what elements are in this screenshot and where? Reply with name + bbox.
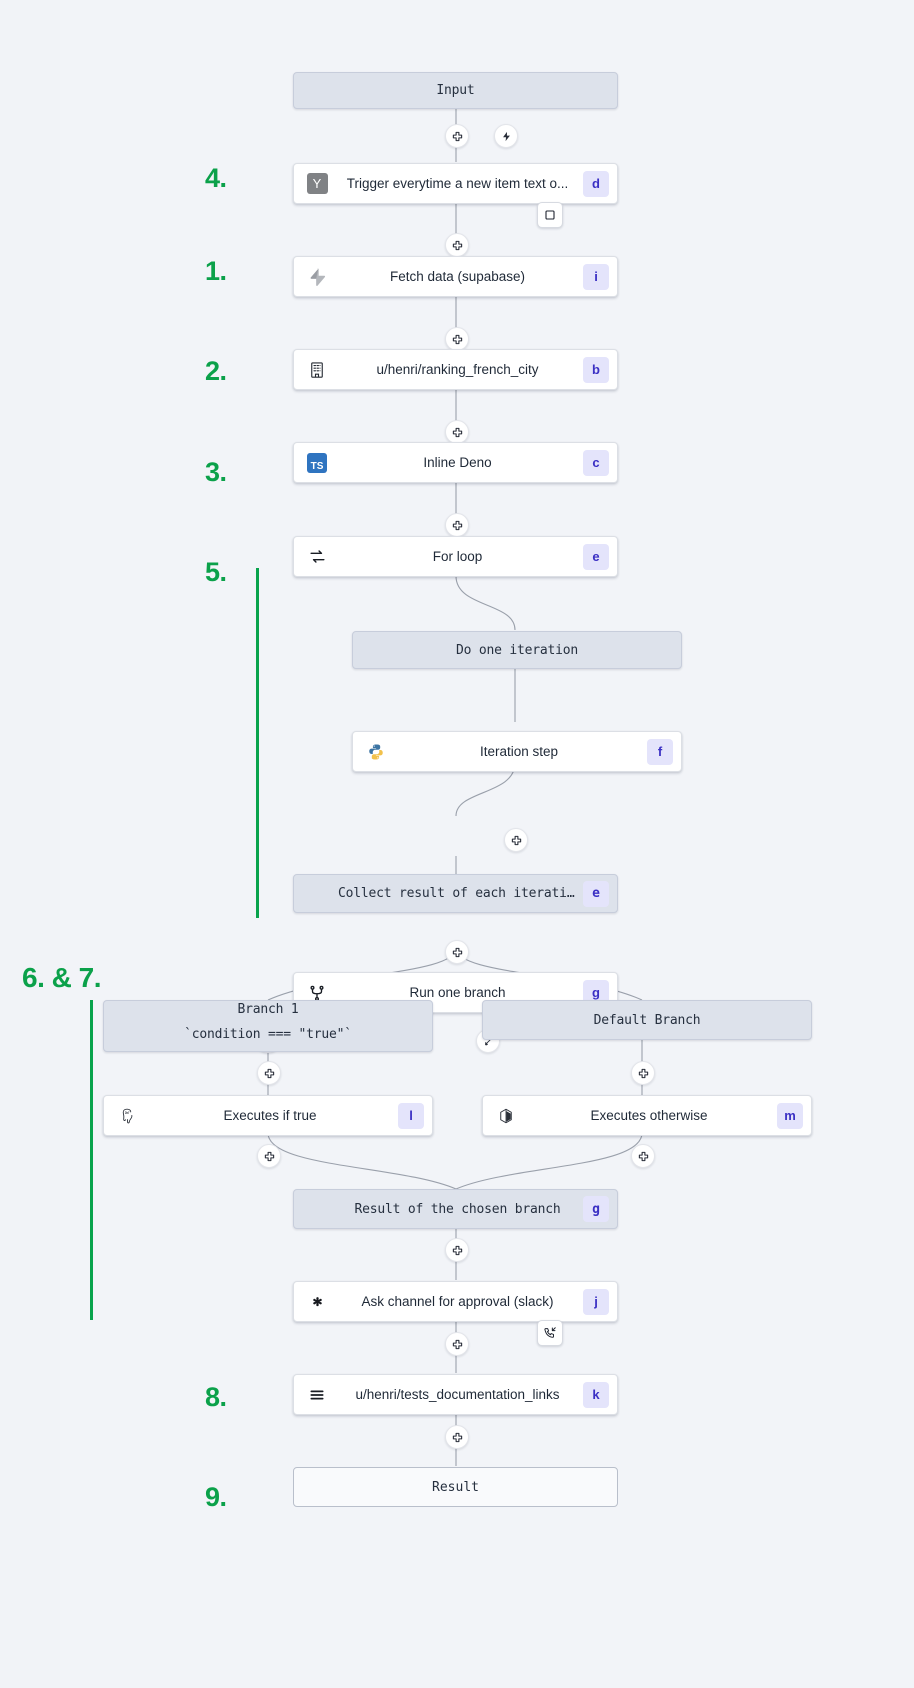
add-step-handle-1[interactable] bbox=[445, 124, 469, 148]
node-for-loop[interactable]: For loop e bbox=[293, 536, 618, 577]
gear-asterisk-icon bbox=[302, 1292, 332, 1311]
yaml-y-icon: Y bbox=[302, 173, 332, 194]
node-do-one-iteration[interactable]: Do one iteration bbox=[352, 631, 682, 669]
node-executes-otherwise-label: Executes otherwise bbox=[590, 1108, 708, 1123]
annotation-step-9: 9. bbox=[205, 1482, 227, 1512]
node-iteration-step-badge: f bbox=[647, 738, 673, 765]
node-chosen-branch-result-label: Result of the chosen branch bbox=[354, 1201, 561, 1217]
node-ranking-french-city[interactable]: u/henri/ranking_french_city b bbox=[293, 349, 618, 390]
branch-fork-icon bbox=[302, 984, 332, 1002]
add-step-handle-11[interactable] bbox=[257, 1144, 281, 1168]
annotation-step-1: 1. bbox=[205, 256, 227, 286]
annotation-step-6-7: 6. & 7. bbox=[22, 962, 101, 993]
node-do-one-iteration-label: Do one iteration bbox=[455, 642, 579, 658]
annotation-step-2: 2. bbox=[205, 356, 227, 386]
node-default-branch[interactable]: Default Branch bbox=[482, 1000, 812, 1040]
node-ask-approval-badge: j bbox=[583, 1288, 609, 1315]
loop-scope-bracket bbox=[256, 568, 259, 918]
supabase-bolt-icon bbox=[302, 267, 332, 287]
node-input[interactable]: Input bbox=[293, 72, 618, 109]
node-branch-1[interactable]: Branch 1 `condition === "true"` bbox=[103, 1000, 433, 1052]
node-tests-documentation-links-label: u/henri/tests_documentation_links bbox=[355, 1387, 560, 1402]
annotation-step-3: 3. bbox=[205, 457, 227, 487]
add-step-handle-4[interactable] bbox=[445, 420, 469, 444]
add-step-handle-3[interactable] bbox=[445, 327, 469, 351]
node-fetch-data[interactable]: Fetch data (supabase) i bbox=[293, 256, 618, 297]
node-tests-documentation-links[interactable]: u/henri/tests_documentation_links k bbox=[293, 1374, 618, 1415]
node-executes-otherwise-badge: m bbox=[777, 1102, 803, 1129]
node-collect-result-badge: e bbox=[583, 880, 609, 907]
node-iteration-step-label: Iteration step bbox=[479, 744, 559, 759]
annotation-step-5: 5. bbox=[205, 557, 227, 587]
node-trigger-badge: d bbox=[583, 170, 609, 197]
typescript-icon: TS bbox=[302, 452, 332, 473]
branch-scope-bracket bbox=[90, 1000, 93, 1320]
node-branch-1-condition: `condition === "true"` bbox=[184, 1027, 352, 1042]
node-executes-if-true-badge: l bbox=[398, 1102, 424, 1129]
node-result[interactable]: Result bbox=[293, 1467, 618, 1507]
canvas-background bbox=[60, 0, 914, 1688]
add-step-handle-9[interactable] bbox=[257, 1061, 281, 1085]
node-ranking-french-city-badge: b bbox=[583, 356, 609, 383]
stop-square-button[interactable] bbox=[537, 202, 563, 228]
building-icon bbox=[302, 361, 332, 379]
add-step-handle-15[interactable] bbox=[445, 1425, 469, 1449]
node-collect-result[interactable]: Collect result of each iteration e bbox=[293, 874, 618, 913]
node-input-label: Input bbox=[436, 83, 475, 98]
node-inline-deno-badge: c bbox=[583, 449, 609, 476]
add-step-handle-14[interactable] bbox=[445, 1332, 469, 1356]
node-ask-approval-label: Ask channel for approval (slack) bbox=[361, 1294, 554, 1309]
node-fetch-data-badge: i bbox=[583, 263, 609, 290]
node-result-label: Result bbox=[432, 1479, 479, 1495]
node-inline-deno[interactable]: TS Inline Deno c bbox=[293, 442, 618, 483]
node-for-loop-label: For loop bbox=[432, 549, 483, 564]
node-executes-if-true[interactable]: Executes if true l bbox=[103, 1095, 433, 1136]
bun-icon bbox=[491, 1107, 521, 1125]
suspend-approval-button[interactable] bbox=[537, 1320, 563, 1346]
node-chosen-branch-result-badge: g bbox=[583, 1196, 609, 1222]
node-executes-if-true-label: Executes if true bbox=[223, 1108, 317, 1123]
node-executes-otherwise[interactable]: Executes otherwise m bbox=[482, 1095, 812, 1136]
node-default-branch-label: Default Branch bbox=[593, 1012, 701, 1028]
node-ask-approval[interactable]: Ask channel for approval (slack) j bbox=[293, 1281, 618, 1322]
node-for-loop-badge: e bbox=[583, 543, 609, 570]
node-fetch-data-label: Fetch data (supabase) bbox=[389, 269, 526, 284]
add-step-handle-13[interactable] bbox=[445, 1238, 469, 1262]
trigger-bolt-handle[interactable] bbox=[494, 124, 518, 148]
node-inline-deno-label: Inline Deno bbox=[423, 455, 492, 470]
node-chosen-branch-result[interactable]: Result of the chosen branch g bbox=[293, 1189, 618, 1229]
add-step-handle-5[interactable] bbox=[445, 513, 469, 537]
annotation-step-4: 4. bbox=[205, 163, 227, 193]
add-step-handle-10[interactable] bbox=[631, 1061, 655, 1085]
add-step-handle-2[interactable] bbox=[445, 233, 469, 257]
node-run-one-branch-label: Run one branch bbox=[409, 985, 506, 1000]
postgres-elephant-icon bbox=[112, 1107, 142, 1125]
python-icon bbox=[361, 743, 391, 761]
node-iteration-step[interactable]: Iteration step f bbox=[352, 731, 682, 772]
loop-arrows-icon bbox=[302, 547, 332, 566]
node-ranking-french-city-label: u/henri/ranking_french_city bbox=[376, 362, 539, 377]
add-step-handle-7[interactable] bbox=[504, 828, 528, 852]
node-tests-documentation-links-badge: k bbox=[583, 1381, 609, 1408]
node-trigger-label: Trigger everytime a new item text o... bbox=[346, 176, 569, 191]
add-step-handle-12[interactable] bbox=[631, 1144, 655, 1168]
hamburger-lines-icon bbox=[302, 1387, 332, 1403]
annotation-step-8: 8. bbox=[205, 1382, 227, 1412]
node-trigger[interactable]: Y Trigger everytime a new item text o...… bbox=[293, 163, 618, 204]
add-step-handle-8[interactable] bbox=[445, 940, 469, 964]
node-branch-1-title: Branch 1 bbox=[237, 1002, 299, 1017]
node-collect-result-label: Collect result of each iteration bbox=[338, 886, 583, 901]
